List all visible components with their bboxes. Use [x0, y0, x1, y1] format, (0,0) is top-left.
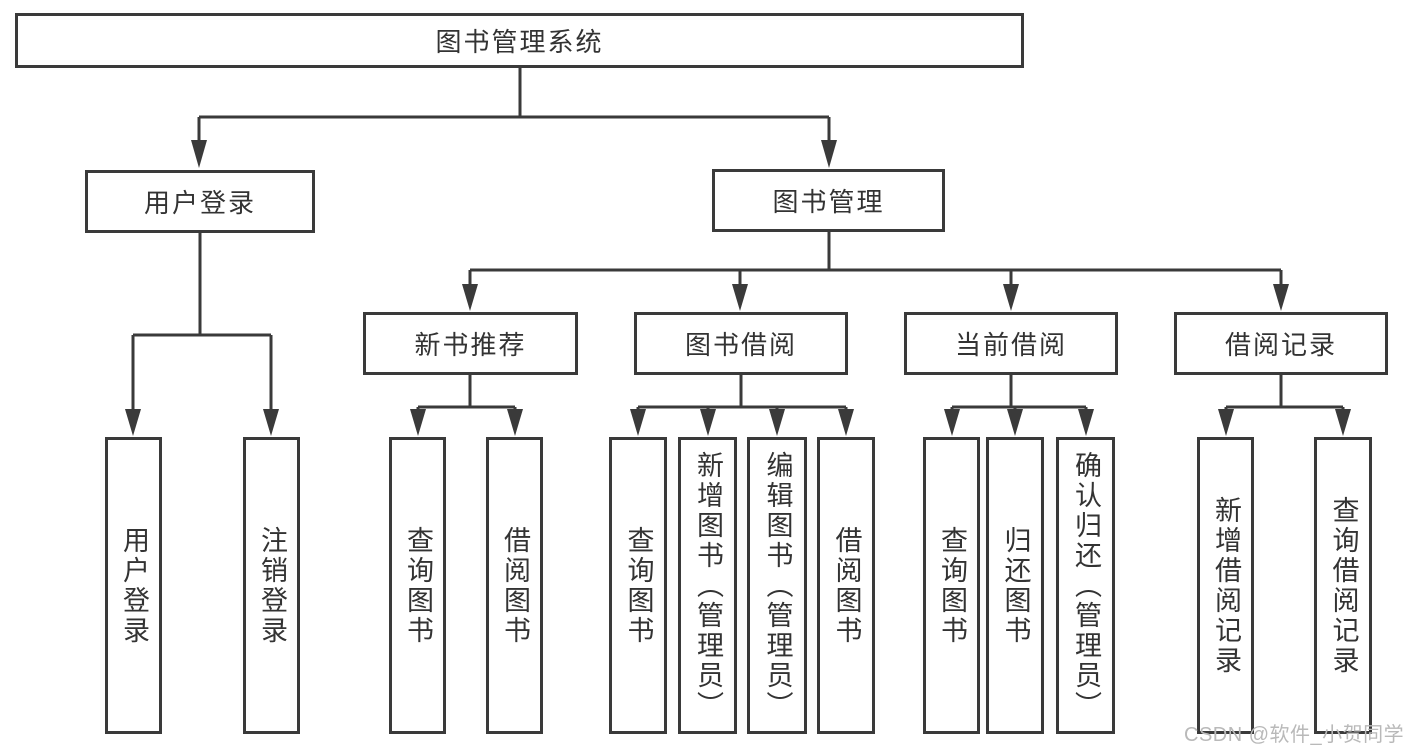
node-current-borrow-label: 当前借阅 — [954, 330, 1067, 360]
leaf-query-books-current: 查询图书 — [923, 437, 980, 734]
leaf-logout-label: 注销登录 — [257, 525, 287, 646]
node-current-borrow: 当前借阅 — [904, 312, 1118, 375]
leaf-add-book-admin: 新增图书（管理员） — [678, 437, 737, 734]
leaf-user-login-label: 用户登录 — [119, 525, 149, 646]
node-user-login: 用户登录 — [85, 170, 315, 233]
leaf-edit-book-admin-label: 编辑图书（管理员） — [762, 450, 793, 721]
leaf-borrow-books-label: 借阅图书 — [831, 525, 862, 646]
leaf-return-book: 归还图书 — [986, 437, 1044, 734]
node-library-system: 图书管理系统 — [15, 13, 1024, 68]
leaf-query-books-recommend-label: 查询图书 — [403, 525, 433, 646]
leaf-query-borrow-record: 查询借阅记录 — [1314, 437, 1372, 734]
leaf-confirm-return-admin-label: 确认归还（管理员） — [1071, 450, 1101, 721]
leaf-add-book-admin-label: 新增图书（管理员） — [693, 450, 723, 721]
leaf-query-books-borrow: 查询图书 — [609, 437, 667, 734]
node-borrow-records-label: 借阅记录 — [1224, 330, 1337, 360]
leaf-borrow-books: 借阅图书 — [817, 437, 875, 734]
leaf-borrow-books-recommend-label: 借阅图书 — [500, 525, 530, 646]
node-new-book-recommend-label: 新书推荐 — [414, 330, 527, 360]
leaf-user-login: 用户登录 — [105, 437, 162, 734]
node-new-book-recommend: 新书推荐 — [363, 312, 578, 375]
node-borrow-records: 借阅记录 — [1174, 312, 1388, 375]
node-book-management-label: 图书管理 — [772, 187, 885, 217]
node-user-login-label: 用户登录 — [143, 188, 256, 218]
leaf-borrow-books-recommend: 借阅图书 — [486, 437, 543, 734]
leaf-query-borrow-record-label: 查询借阅记录 — [1328, 495, 1359, 676]
leaf-confirm-return-admin: 确认归还（管理员） — [1056, 437, 1115, 734]
node-library-system-label: 图书管理系统 — [435, 27, 604, 57]
leaf-add-borrow-record: 新增借阅记录 — [1197, 437, 1254, 734]
leaf-return-book-label: 归还图书 — [1000, 525, 1031, 646]
csdn-watermark: CSDN @软件_小贺同学 — [1184, 724, 1405, 746]
node-book-borrow: 图书借阅 — [634, 312, 848, 375]
node-book-borrow-label: 图书借阅 — [684, 330, 797, 360]
leaf-query-books-recommend: 查询图书 — [389, 437, 446, 734]
leaf-query-books-borrow-label: 查询图书 — [623, 525, 654, 646]
leaf-logout: 注销登录 — [243, 437, 300, 734]
arrowheads — [125, 140, 1351, 436]
leaf-add-borrow-record-label: 新增借阅记录 — [1211, 495, 1241, 676]
leaf-query-books-current-label: 查询图书 — [937, 525, 967, 646]
node-book-management: 图书管理 — [712, 169, 945, 232]
leaf-edit-book-admin: 编辑图书（管理员） — [747, 437, 807, 734]
